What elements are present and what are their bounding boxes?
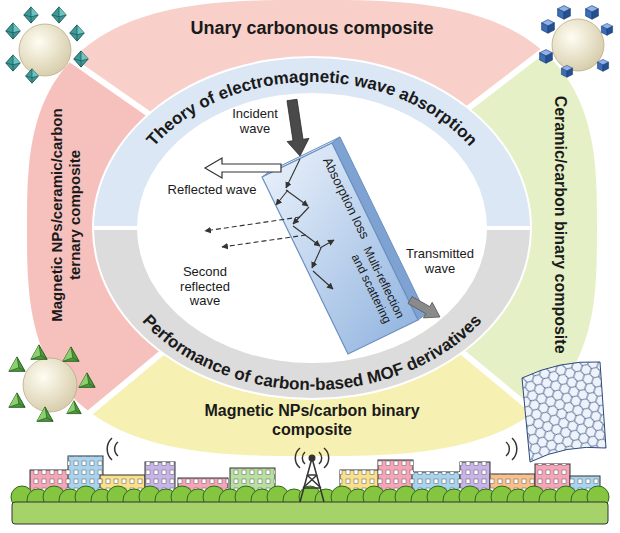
sector-title: Magnetic NPs/ceramic/carbon ternary comp… bbox=[48, 84, 84, 346]
sector-band: Unary carbonous composite bbox=[167, 18, 457, 40]
sector-title: Unary carbonous composite bbox=[167, 18, 457, 40]
ring-title: Performance of carbon-based MOF derivati… bbox=[139, 311, 485, 394]
sector-band: Magnetic NPs/ceramic/carbon ternary comp… bbox=[48, 84, 84, 346]
annotation-label: Transmitted wave bbox=[401, 247, 479, 277]
annotation-label: Absorption loss bbox=[319, 155, 371, 241]
ring-title: Theory of electromagnetic wave absorptio… bbox=[143, 67, 481, 150]
ring-text-svg: Theory of electromagnetic wave absorptio… bbox=[94, 50, 530, 230]
sector-title: Magnetic NPs/carbon binary composite bbox=[177, 401, 447, 439]
annotation-label: Second reflected wave bbox=[170, 265, 240, 310]
annotation-label: Reflected wave bbox=[168, 183, 257, 198]
sector-band: Magnetic NPs/carbon binary composite bbox=[177, 401, 447, 439]
sector-band: Ceramic/carbon binary composite bbox=[550, 96, 569, 354]
annotation-label: Multi-reflection and scattering bbox=[343, 235, 412, 337]
ring-title: Theory of electromagnetic wave absorptio… bbox=[143, 67, 481, 150]
sector-title: Ceramic/carbon binary composite bbox=[550, 96, 569, 354]
ring-title: Performance of carbon-based MOF derivati… bbox=[139, 311, 485, 394]
annotation-label: Incident wave bbox=[227, 107, 283, 137]
ring-band: Theory of electromagnetic wave absorptio… bbox=[94, 50, 530, 230]
